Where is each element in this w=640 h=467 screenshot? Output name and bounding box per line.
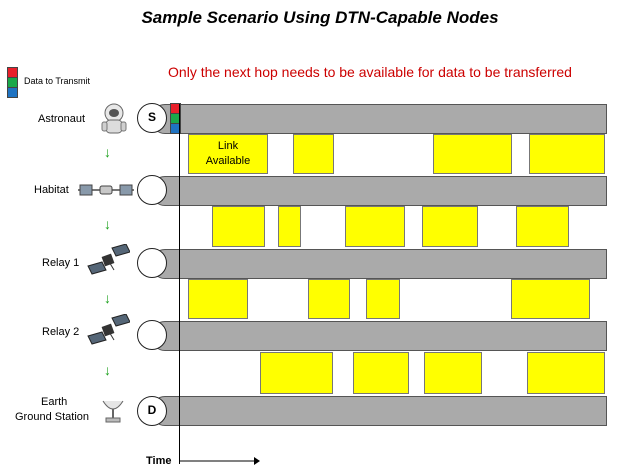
- link-window-relay2-earth: [260, 352, 333, 394]
- ground-station-dish-icon: [102, 400, 124, 423]
- relay1-satellite-icon: [87, 244, 130, 275]
- diagram-subtitle: Only the next hop needs to be available …: [168, 64, 572, 80]
- link-window-habitat-relay1: [345, 206, 405, 247]
- link-window-habitat-relay1: [212, 206, 265, 247]
- relay2-satellite-icon: [87, 314, 130, 345]
- link-window-relay1-relay2: [511, 279, 590, 319]
- diagram-title: Sample Scenario Using DTN-Capable Nodes: [141, 8, 499, 27]
- node-circle-earth: D: [137, 396, 167, 426]
- node-label-relay1: Relay 1: [42, 257, 80, 269]
- link-window-relay2-earth: [353, 352, 409, 394]
- node-bar-relay1: [151, 249, 607, 279]
- node-circle-astronaut: S: [137, 103, 167, 133]
- link-window-astronaut-habitat: [529, 134, 605, 174]
- astronaut-icon: [101, 103, 127, 134]
- arrow-down-icon: ↓: [104, 290, 111, 306]
- data-packet-blue: [170, 123, 181, 134]
- legend-blue-square: [7, 87, 18, 98]
- link-label-line1: Link: [217, 140, 239, 152]
- node-label-astronaut: Astronaut: [38, 113, 86, 125]
- link-window-habitat-relay1: [516, 206, 569, 247]
- arrow-down-icon: ↓: [104, 362, 111, 378]
- time-arrow-icon: [180, 457, 260, 465]
- link-window-relay1-relay2: [308, 279, 350, 319]
- habitat-space-station-icon: [78, 184, 134, 196]
- link-label-line2: Available: [205, 155, 251, 167]
- node-bar-habitat: [151, 176, 607, 206]
- link-window-relay2-earth: [527, 352, 605, 394]
- link-window-relay2-earth: [424, 352, 482, 394]
- arrow-down-icon: ↓: [104, 216, 111, 232]
- link-window-relay1-relay2: [366, 279, 400, 319]
- link-window-astronaut-habitat: [293, 134, 334, 174]
- time-axis-line: [179, 104, 180, 464]
- link-window-habitat-relay1: [278, 206, 301, 247]
- link-window-relay1-relay2: [188, 279, 248, 319]
- time-label: Time: [146, 455, 172, 467]
- node-label-earth-line2: Ground Station: [15, 411, 89, 423]
- arrow-down-icon: ↓: [104, 144, 111, 160]
- node-circle-habitat: [137, 175, 167, 205]
- node-circle-relay1: [137, 248, 167, 278]
- legend-label: Data to Transmit: [24, 76, 91, 86]
- node-circle-relay2: [137, 320, 167, 350]
- link-window-astronaut-habitat: [433, 134, 512, 174]
- node-bar-earth: [151, 396, 607, 426]
- node-label-habitat: Habitat: [34, 184, 69, 196]
- node-bar-relay2: [151, 321, 607, 351]
- node-bar-astronaut: [151, 104, 607, 134]
- node-label-relay2: Relay 2: [42, 326, 80, 338]
- link-window-astronaut-habitat: [188, 134, 268, 174]
- node-label-earth-line1: Earth: [41, 396, 68, 408]
- link-window-habitat-relay1: [422, 206, 478, 247]
- link-available-label: Link Available: [190, 139, 266, 169]
